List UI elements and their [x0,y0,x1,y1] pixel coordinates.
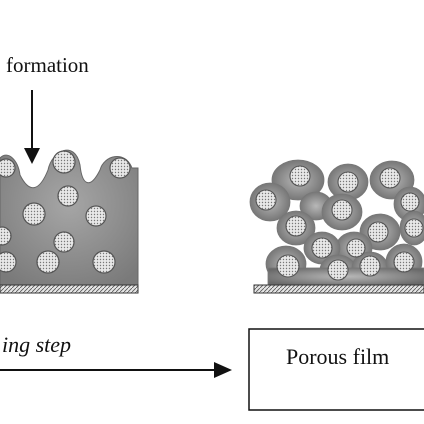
annotation-label: formation [6,53,89,77]
particle [57,185,79,207]
step-label: ing step [2,332,71,357]
particle [400,192,420,212]
particle [359,255,381,277]
particle [92,250,116,274]
particle [36,250,60,274]
particle [109,157,131,179]
particle [346,238,366,258]
right-substrate [253,284,424,294]
particle [52,150,76,174]
particle [289,165,311,187]
particle [0,158,16,178]
particle [53,231,75,253]
result-label: Porous film [286,344,389,369]
particle [337,171,359,193]
particle [0,226,12,246]
process-arrow [0,362,232,378]
particle [393,251,415,273]
particle [327,259,349,281]
annotation-arrow [24,90,40,164]
particle [379,167,401,189]
particle [285,215,307,237]
left-film [0,149,139,286]
particle [311,237,333,259]
particle [85,205,107,227]
right-film [249,159,424,286]
left-substrate [0,284,139,294]
particle [331,199,353,221]
particle [22,202,46,226]
result-box: Porous film [248,328,424,411]
particle [276,254,300,278]
particle [367,221,389,243]
particle [404,218,424,238]
particle [0,251,17,273]
particle [255,189,277,211]
